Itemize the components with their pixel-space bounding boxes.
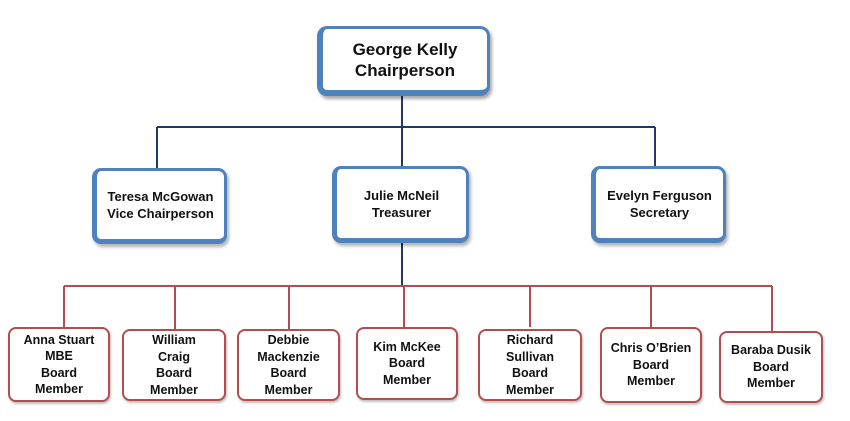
board-member-box: Debbie Mackenzie Board Member: [237, 329, 340, 401]
board-member-box: Richard Sullivan Board Member: [478, 329, 582, 401]
officer-name: Evelyn Ferguson: [607, 187, 712, 203]
board-member-label: Debbie Mackenzie Board Member: [257, 333, 320, 397]
board-member-box: Kim McKee Board Member: [356, 327, 458, 400]
board-member-box: Chris O’Brien Board Member: [600, 327, 702, 403]
board-member-label: Baraba Dusik Board Member: [731, 343, 811, 391]
chair-name: George Kelly: [352, 39, 458, 59]
secretary-box: Evelyn Ferguson Secretary: [591, 166, 726, 243]
chair-role: Chairperson: [354, 60, 456, 80]
chairperson-box: George Kelly Chairperson: [317, 26, 490, 96]
board-member-label: William Craig Board Member: [150, 333, 198, 397]
officer-role: Vice Chairperson: [107, 206, 214, 221]
vice-chairperson-box: Teresa McGowan Vice Chairperson: [92, 168, 227, 244]
treasurer-box: Julie McNeil Treasurer: [332, 166, 469, 243]
officer-role: Secretary: [629, 204, 690, 220]
officer-name: Julie McNeil: [363, 187, 440, 203]
officer-role: Treasurer: [371, 204, 432, 220]
board-member-label: Anna Stuart MBE Board Member: [23, 332, 95, 397]
board-member-label: Chris O’Brien Board Member: [610, 341, 692, 389]
board-member-label: Kim McKee Board Member: [373, 339, 441, 387]
board-member-box: Anna Stuart MBE Board Member: [8, 327, 110, 402]
board-member-box: William Craig Board Member: [122, 329, 226, 401]
officer-name: Teresa McGowan: [107, 189, 214, 204]
board-member-label: Richard Sullivan Board Member: [506, 333, 554, 397]
board-member-box: Baraba Dusik Board Member: [719, 331, 823, 403]
